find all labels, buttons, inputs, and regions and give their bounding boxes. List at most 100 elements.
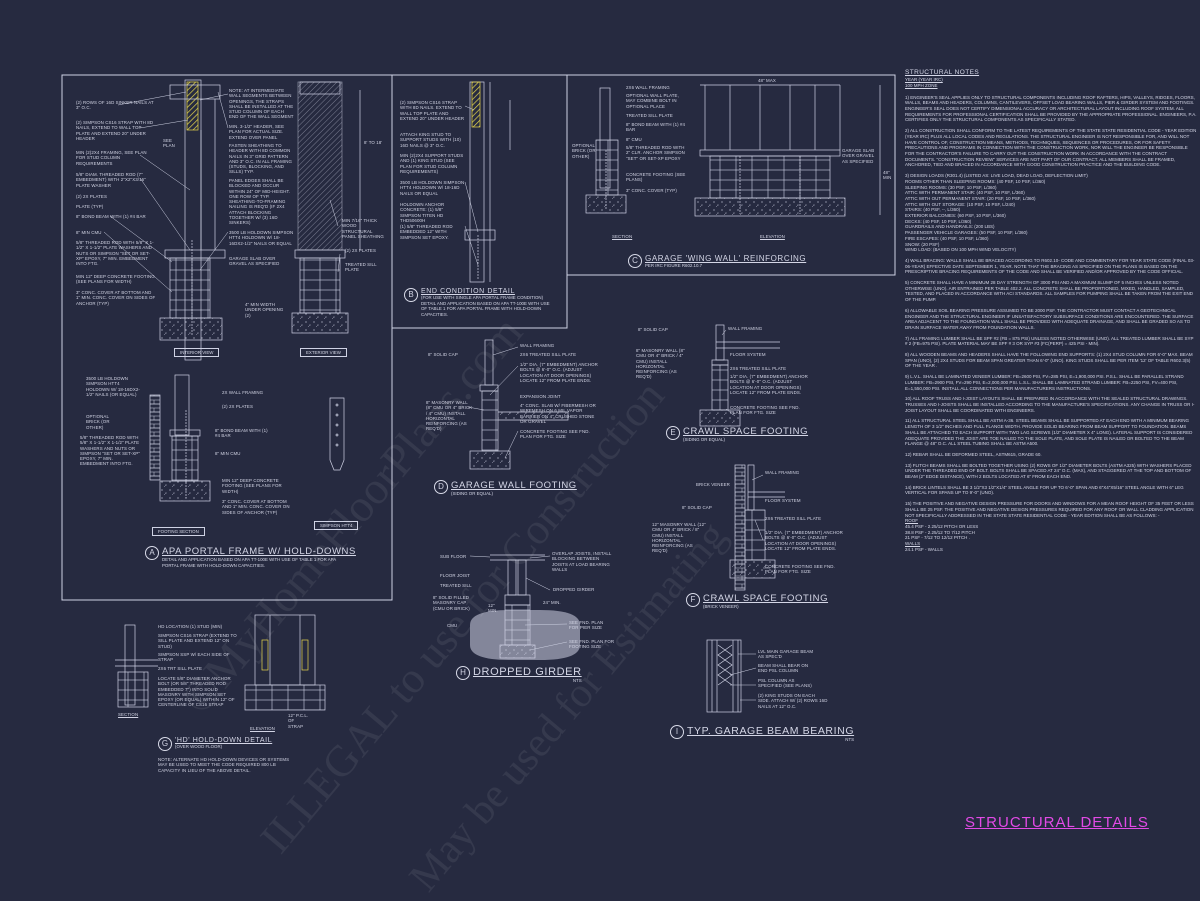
label: CONCRETE FOOTING SEE FND. PLAN FOR FTG. … [520,429,590,440]
label: 2x6 TREATED SILL PLATE [730,366,787,371]
title-subtitle: (SIDING OR EQUAL) [683,437,725,442]
title-text: GARAGE WALL FOOTING [451,480,577,491]
detail-title-i: I TYP. GARAGE BEAM BEARING NTS [670,725,854,743]
label: (2) KING STUDS ON EACH SIDE. ATTACH W/ (… [758,693,828,709]
label: 3500 LB HOLDOWN SIMPSON HTT4 HOLDOWN W/ … [86,376,140,397]
detail-title-b: B END CONDITION DETAIL (FOR USE WITH SIN… [404,288,556,317]
label: 12" MASONRY WALL (12" CMU OR 4" BRICK / … [652,522,706,554]
label: 5/8" THREADED ROD WITH 5/8" x 1-1/2" x 1… [80,435,140,467]
roof-line: 21 PSF - 7/12 TO 12/12 PITCH . [905,535,970,541]
roof-line: 38.8 PSF - 2.25/12 TO 7/12 PITCH [905,529,975,535]
label: SUB FLOOR [440,554,467,559]
title-text: CRAWL SPACE FOOTING [703,593,829,604]
title-scale: NTS [572,678,582,683]
detail-marker: A [145,546,159,560]
label: GARAGE SLAB OVER GRAVEL AS SPECIFIED [842,148,875,164]
note-15: 15) THE POSITIVE AND NEGATIVE DESIGN PRE… [905,501,1194,518]
title-text: GARAGE 'WING WALL' REINFORCING [645,254,807,263]
label: 24" MIN. [543,600,561,605]
walls-line: 24.1 PSF - WALLS [905,546,943,552]
title-subtitle: PER IRC FIGURE R602.10.7 [645,263,703,268]
label: FASTEN SHEATHING TO HEADER WITH 8d COMMO… [229,143,293,175]
note-1: 1) ENGINEER'S SEAL APPLIES ONLY TO STRUC… [905,94,1197,123]
note-14: 14) BRICK LINTELS SHALL BE 3 1/2"x3 1/2"… [905,484,1184,496]
title-text: END CONDITION DETAIL [421,288,515,295]
note-5: 5) CONCRETE SHALL HAVE A MINIMUM 28 DAY … [905,280,1194,303]
label: 5/8" THREADED ROD WITH 2" CLR. ANCHOR SI… [626,145,685,161]
note-6: 6) ALLOWABLE SOIL BEARING PRESSURE ASSUM… [905,307,1194,330]
notes-wind-zone: 100 mph ZONE [905,82,938,88]
structural-notes: STRUCTURAL NOTES YEAR (YEAR IRC) 100 mph… [905,69,1197,552]
label: 5/8" THREADED ROD WITH 5/8" x 1-1/2" x 1… [76,240,154,267]
label: 8" BOND BEAM WITH (1) #4 BAR [626,122,686,133]
label: 1/2" DIA. (7" EMBEDMENT) ANCHOR BOLTS @ … [730,374,808,395]
detail-g-note: NOTE: ALTERNATE HD HOLD-DOWN DEVICES OR … [158,757,290,773]
title-subtitle: DETAIL AND APPLICATION BASED ON APA TT-1… [162,557,336,568]
note-4: 4) WALL BRACING: WALLS SHALL BE BRACED A… [905,257,1195,275]
title-text: CRAWL SPACE FOOTING [683,426,809,437]
label: 4" CONC. SLAB w/ FIBERMESH OR WIREMESH O… [520,403,596,424]
label: MIN 12" DEEP CONCRETE FOOTING (SEE PLANS… [76,274,155,285]
detail-marker: G [158,737,172,751]
detail-marker: H [456,666,470,680]
note-13: 13) FLITCH BEAMS SHALL BE BOLTED TOGETHE… [905,462,1192,480]
label: 8" MASONRY WALL (8" CMU OR 4" BRICK / 4"… [636,348,685,380]
label: 2x6 WALL FRAMING [626,85,670,90]
label: 1/2" DIA. (7" EMBEDMENT) ANCHOR BOLTS @ … [765,530,843,551]
label: PANEL EDGES SHALL BE BLOCKED AND OCCUR W… [229,178,291,226]
label: (2) 2x PLATES [345,248,376,253]
view-label-interior: INTERIOR VIEW [174,348,220,357]
label: SIMPSON SSP W/ EACH SIDE OF STRAP [158,652,230,663]
detail-title-c: C GARAGE 'WING WALL' REINFORCING PER IRC… [628,254,806,269]
notes-heading: STRUCTURAL NOTES [905,69,980,76]
walls-heading: WALLS [905,541,921,547]
label: MIN 12" DEEP CONCRETE FOOTING (SEE PLANS… [222,478,282,494]
label: (2) 2x PLATES [222,404,253,409]
label: 8" BOND BEAM WITH (1) #4 BAR [76,214,146,219]
detail-title-e: E CRAWL SPACE FOOTING (SIDING OR EQUAL) [666,426,808,443]
note-3: 3) DESIGN LOADS (R301.4) (LISTED AS: LIV… [905,173,1088,253]
note-9: 9) L.V.L. SHALL BE LAMINATED VENEER LUMB… [905,374,1184,391]
label: 12" MIN. [488,603,498,614]
detail-marker: D [434,480,448,494]
detail-marker: C [628,254,642,268]
label: 8" SOLID CAP [428,352,458,357]
detail-title-d: D GARAGE WALL FOOTING (SIDING OR EQUAL) [434,480,577,497]
label: OPTIONAL BRICK (OR OTHER) [86,414,110,430]
label: HOLDOWN ANCHOR CONCRETE: (1) 5/8" SIMPSO… [400,202,445,223]
detail-marker: B [404,288,418,302]
title-text: TYP. GARAGE BEAM BEARING [687,725,855,737]
label: DROPPED GIRDER [553,587,595,592]
label: 12" P.C.L. OF STRAP [288,713,309,729]
label: CONCRETE FOOTING SEE FND. PLAN FOR FTG. … [765,564,835,575]
note-12: 12) REBAR SHALL BE DEFORMED STEEL, ASTM6… [905,451,1042,457]
label: 3" CONC. COVER AT BOTTOM AND 1" MIN. CON… [76,290,156,306]
label: (2) 2x PLATES [76,194,107,199]
view-label-simpson: SIMPSON HTT4 [314,521,359,530]
label: (2) SIMPSON CS16 STRAP WITH 8d NAILS. EX… [400,100,465,121]
label: 8" MIN CMU [76,230,102,235]
view-label-elevation: ELEVATION [250,726,275,731]
label: TREATED SILL [440,583,472,588]
label: 48" MIN [883,170,892,181]
note-2: 2) ALL CONSTRUCTION SHALL CONFORM TO THE… [905,128,1197,168]
detail-marker: I [670,725,684,739]
label: 2x6 TREATED SILL PLATE [765,516,822,521]
label: BEAM SHALL BEAR ON END PSL COLUMN [758,663,809,674]
label: 8" SOLID CAP [638,327,668,332]
label: (2) SIMPSON CS16 STRAP WITH 8d NAILS, EX… [76,120,154,141]
view-label-section: SECTION [118,712,139,717]
label: SEE FND. PLAN FOR PIER SIZE [569,620,604,631]
title-text: 'HD' HOLD-DOWN DETAIL [175,737,273,744]
label: 5/8" DIAM. THREADED ROD (7" EMBEDMENT) W… [76,172,146,188]
detail-title-a: A APA PORTAL FRAME W/ HOLD-DOWNS DETAIL … [145,546,356,568]
title-subtitle: (FOR USE WITH SINGLE APA PORTAL FRAME CO… [421,295,544,300]
label: FLOOR SYSTEM [730,352,766,357]
label: 8" MIN CMU [215,451,241,456]
label: WALL FRAMING [520,343,555,348]
label: LVL MAIN GARAGE BEAM AS SPEC'D [758,649,814,660]
title-scale: NTS [845,737,855,742]
label: 8' TO 18' [364,140,383,145]
label: FLOOR JOIST [440,573,470,578]
detail-marker: F [686,593,700,607]
